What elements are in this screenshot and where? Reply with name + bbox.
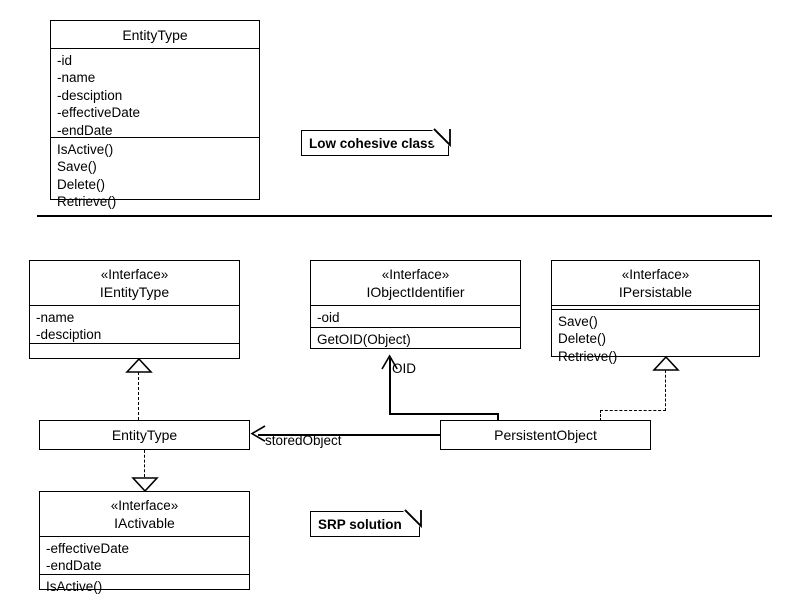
association-line-oid-drop <box>497 413 499 421</box>
association-arrowhead-storedobject <box>250 425 266 442</box>
attributes-compartment: -name -desciption <box>30 305 239 343</box>
attribute-item: -endDate <box>46 558 102 574</box>
class-header: PersistentObject <box>441 421 650 451</box>
attribute-item: -name <box>57 70 96 86</box>
class-entitytype-monolithic[interactable]: EntityType -id -name -desciption -effect… <box>50 20 260 209</box>
operation-item: Retrieve() <box>558 348 618 364</box>
association-line-oid-horiz <box>389 413 499 415</box>
note-srp-solution[interactable]: SRP solution <box>310 509 423 537</box>
attributes-compartment: -id -name -desciption -effectiveDate -en… <box>51 48 259 138</box>
interface-ientitytype[interactable]: «Interface» IEntityType -name -desciptio… <box>29 260 240 359</box>
realization-line-ipersistable-stub <box>600 410 601 421</box>
interface-header: «Interface» IObjectIdentifier <box>311 261 520 305</box>
attribute-item: -name <box>36 310 75 325</box>
class-name: EntityType <box>122 27 188 43</box>
operation-item: Save() <box>558 314 598 329</box>
interface-ipersistable[interactable]: «Interface» IPersistable Save() Delete()… <box>551 260 760 364</box>
operation-item: IsActive() <box>46 579 103 594</box>
attribute-item: -effectiveDate <box>46 541 130 556</box>
edge-label-oid: OID <box>392 361 417 376</box>
attribute-item: -effectiveDate <box>57 105 141 121</box>
association-line-oid-vert <box>389 358 391 414</box>
operations-compartment: IsActive() Save() Delete() Retrieve() <box>51 137 259 209</box>
operation-item: Save() <box>57 159 97 175</box>
operation-item: Delete() <box>558 331 607 347</box>
attribute-item: -oid <box>317 310 340 325</box>
class-entitytype[interactable]: EntityType <box>39 420 250 450</box>
class-header: EntityType <box>51 21 259 48</box>
operation-item: Retrieve() <box>57 194 117 210</box>
stereotype-label: «Interface» <box>381 267 450 282</box>
attributes-compartment: -effectiveDate -endDate <box>40 536 249 574</box>
interface-header: «Interface» IEntityType <box>30 261 239 305</box>
interface-name: IObjectIdentifier <box>366 284 465 300</box>
note-text: Low cohesive class <box>309 135 436 151</box>
operations-compartment <box>30 343 239 366</box>
stereotype-label: «Interface» <box>621 267 690 282</box>
operation-item: IsActive() <box>57 142 114 157</box>
attribute-item: -id <box>57 53 73 68</box>
interface-header: «Interface» IPersistable <box>552 261 759 305</box>
operations-compartment: IsActive() <box>40 574 249 597</box>
class-persistentobject[interactable]: PersistentObject <box>440 420 651 450</box>
attribute-item: -desciption <box>36 327 102 343</box>
operation-item: GetOID(Object) <box>317 332 411 347</box>
class-name: EntityType <box>111 427 178 443</box>
realization-arrowhead-iactivable <box>131 477 159 493</box>
interface-name: IPersistable <box>618 284 693 300</box>
attributes-compartment: -oid <box>311 305 520 327</box>
class-header: EntityType <box>40 421 249 451</box>
realization-arrowhead-ientitytype <box>125 357 153 373</box>
operations-compartment: GetOID(Object) <box>311 327 520 350</box>
operations-compartment: Save() Delete() Retrieve() <box>552 309 759 364</box>
association-arrowhead-oid <box>381 354 398 370</box>
note-fold-icon <box>403 509 423 529</box>
attribute-item: -desciption <box>57 87 123 103</box>
class-name: PersistentObject <box>494 427 597 443</box>
edge-label-storedobject: storedObject <box>265 433 342 448</box>
stereotype-label: «Interface» <box>110 498 179 513</box>
interface-name: IActivable <box>114 515 175 531</box>
interface-name: IEntityType <box>99 284 170 300</box>
operation-item: Delete() <box>57 176 106 192</box>
section-divider <box>37 215 772 218</box>
note-text: SRP solution <box>318 516 402 532</box>
interface-iactivable[interactable]: «Interface» IActivable -effectiveDate -e… <box>39 491 250 594</box>
realization-line-iactivable <box>144 450 145 477</box>
interface-iobjectidentifier[interactable]: «Interface» IObjectIdentifier -oid GetOI… <box>310 260 521 349</box>
association-line-storedobject <box>258 434 441 436</box>
attribute-item: -endDate <box>57 122 113 138</box>
realization-line-ipersistable-horiz <box>600 410 666 411</box>
note-fold-icon <box>432 128 452 148</box>
realization-line-ientitytype <box>138 372 139 420</box>
stereotype-label: «Interface» <box>100 267 169 282</box>
attributes-compartment <box>552 305 759 309</box>
note-low-cohesive-class[interactable]: Low cohesive class <box>301 128 452 156</box>
realization-line-ipersistable-vert <box>665 370 666 411</box>
interface-header: «Interface» IActivable <box>40 492 249 536</box>
realization-arrowhead-ipersistable <box>652 355 680 371</box>
